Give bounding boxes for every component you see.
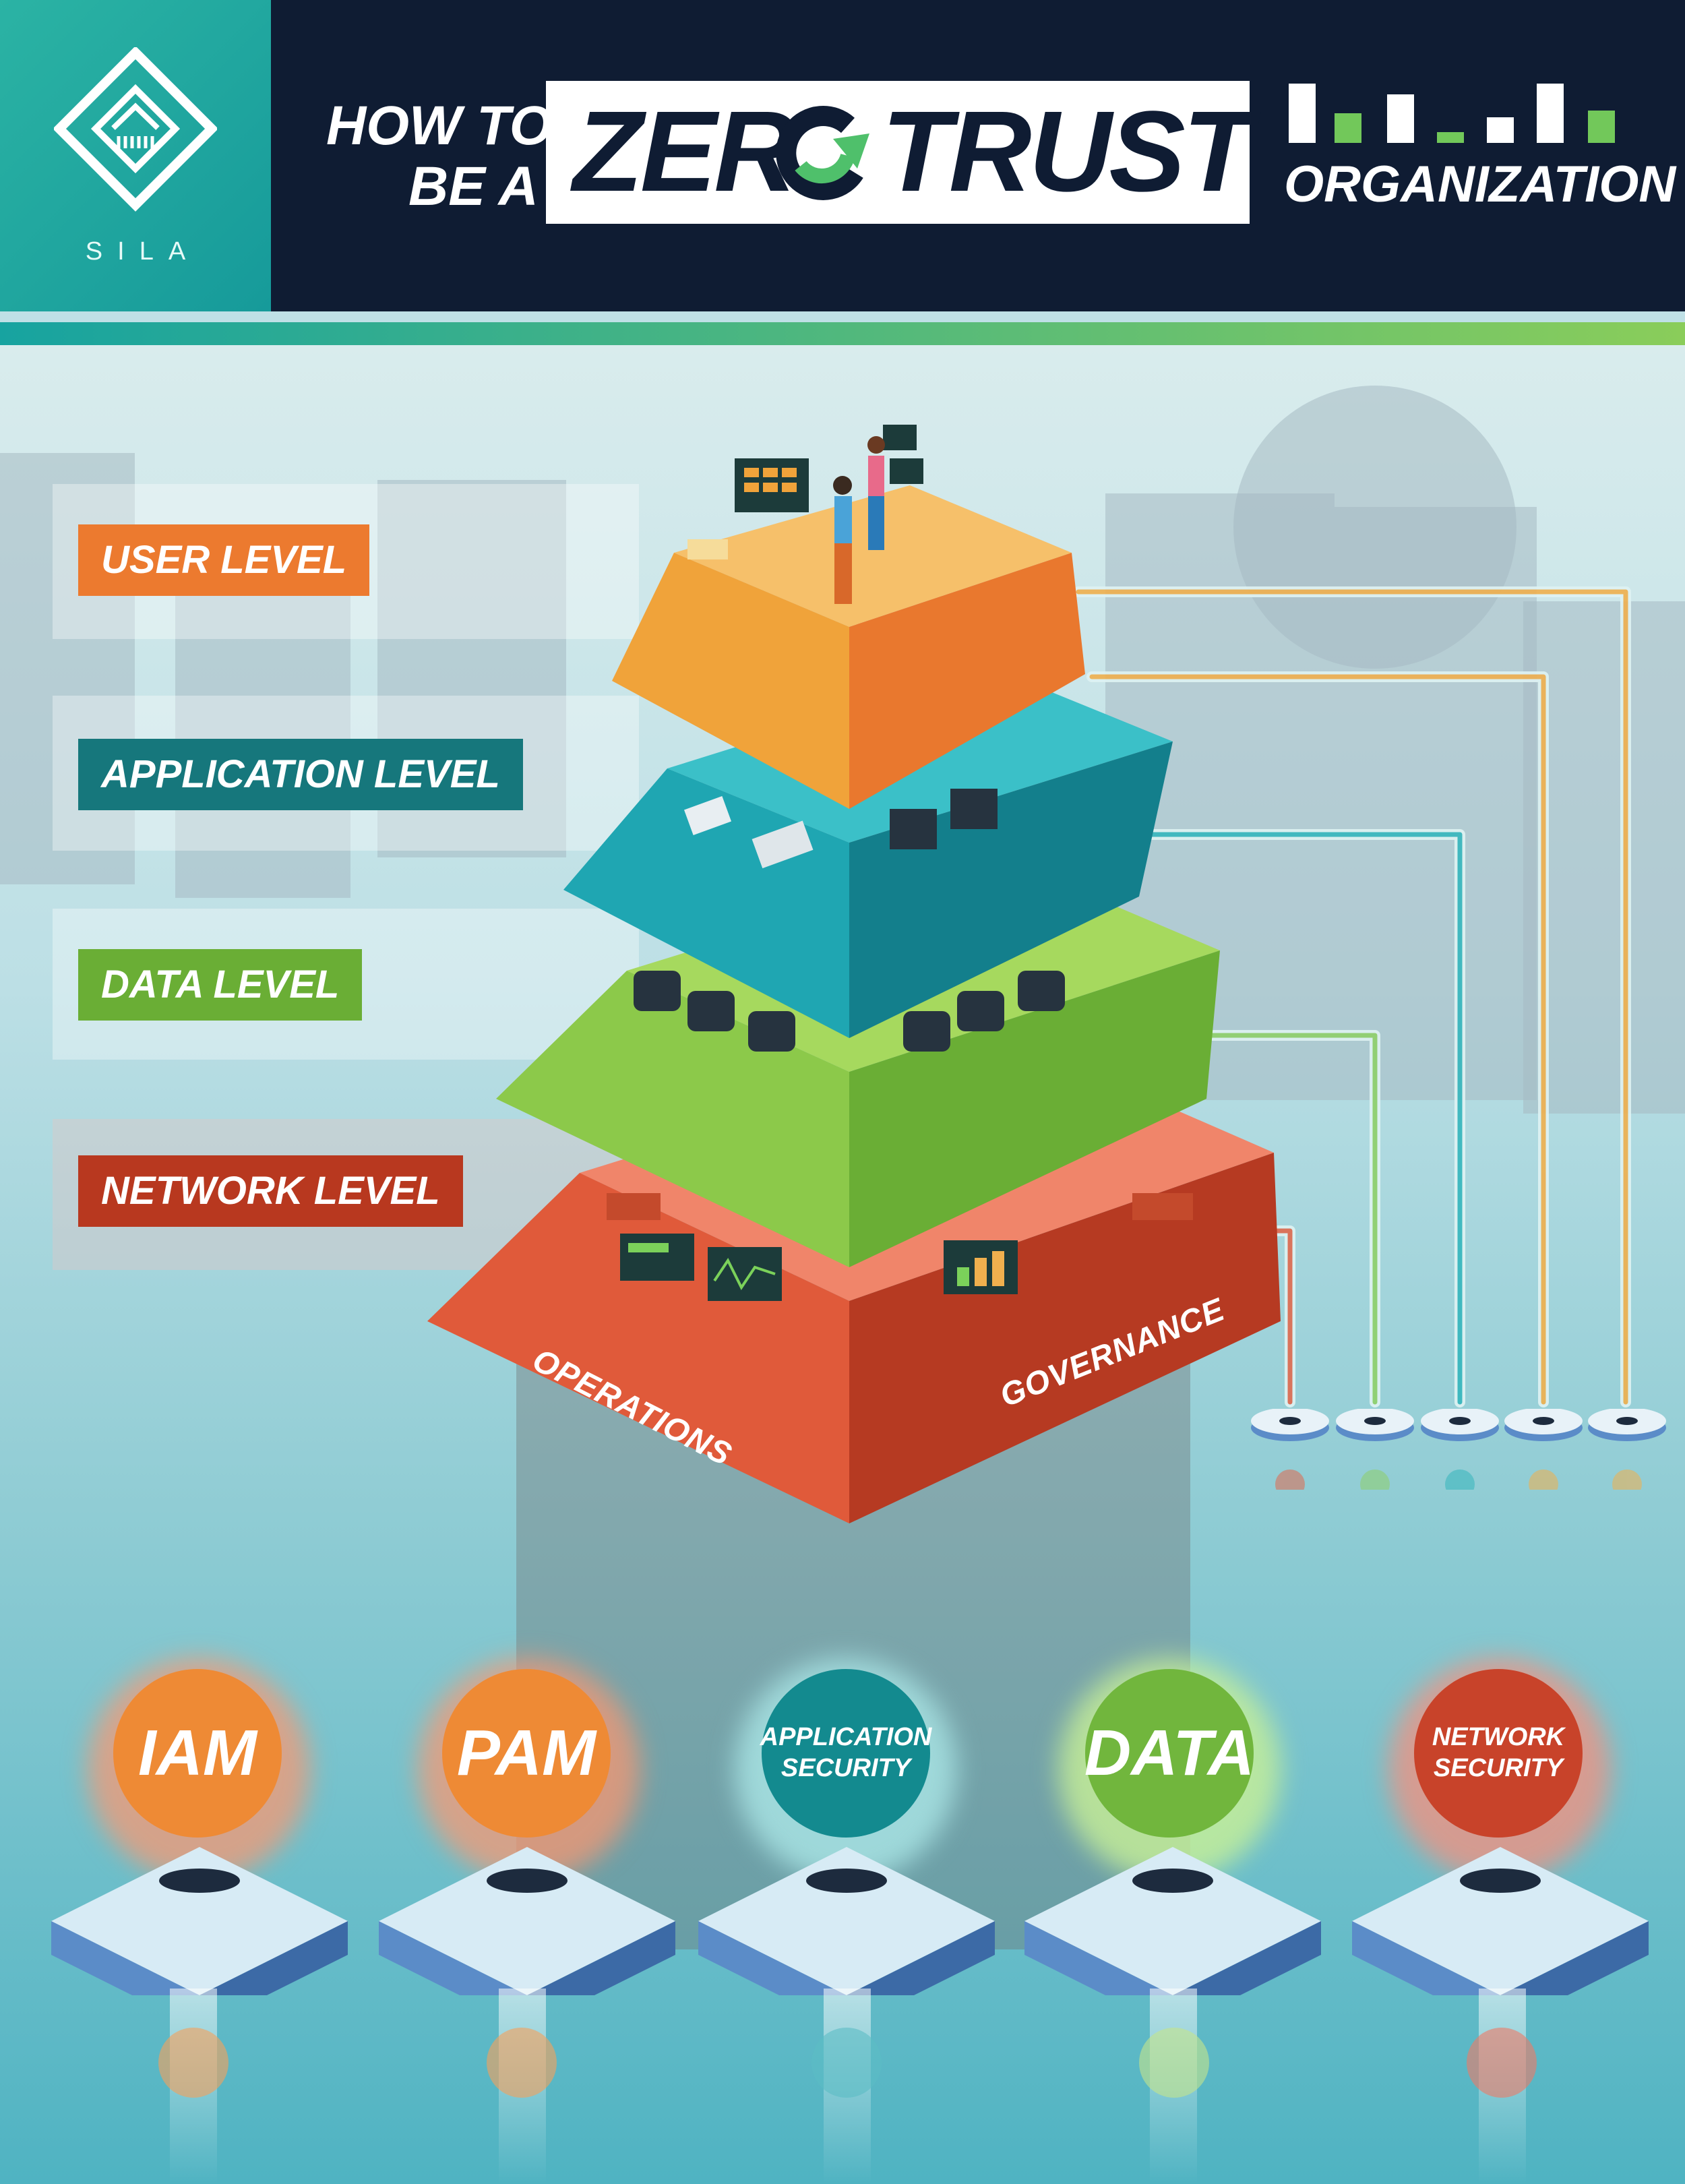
service-iam[interactable]: IAM — [113, 1669, 282, 1838]
title-trust: TRUST — [882, 88, 1253, 216]
brand-name: SILA — [85, 237, 201, 266]
service-pedestal — [379, 1847, 675, 1995]
building — [1335, 507, 1537, 1100]
service-dot — [487, 2028, 557, 2098]
service-pedestal — [1024, 1847, 1321, 1995]
header-line-2: BE A — [408, 156, 539, 217]
service-dot — [1139, 2028, 1209, 2098]
service-dot — [158, 2028, 228, 2098]
service-pedestal — [51, 1847, 348, 1995]
application-tier — [563, 667, 1173, 1038]
level-tag-data[interactable]: DATA LEVEL — [78, 949, 363, 1021]
header-stripe — [0, 322, 1685, 345]
service-pedestal — [698, 1847, 995, 1995]
title-zero: ZER — [573, 88, 797, 216]
service-data[interactable]: DATA — [1084, 1669, 1254, 1838]
logo-panel[interactable]: SILA — [0, 0, 271, 311]
level-tag-application[interactable]: APPLICATION LEVEL — [78, 739, 523, 810]
title-box — [546, 81, 1250, 224]
header-subtitle: ORGANIZATION — [1284, 156, 1676, 213]
bar-level-icon — [1289, 84, 1615, 143]
connector-pads — [1251, 1409, 1666, 1490]
service-dot — [1467, 2028, 1537, 2098]
service-pam[interactable]: PAM — [442, 1669, 611, 1838]
refresh-arrow-icon — [776, 106, 869, 200]
zero-trust-pyramid — [427, 425, 1281, 1523]
level-tag-user[interactable]: USER LEVEL — [78, 524, 370, 596]
service-network-security[interactable]: NETWORK SECURITY — [1414, 1669, 1583, 1838]
header-line-1: HOW TO — [326, 95, 553, 156]
sila-diamond-logo-icon — [54, 47, 217, 212]
service-application-security[interactable]: APPLICATION SECURITY — [760, 1669, 931, 1838]
building — [1523, 601, 1685, 1114]
service-pedestal — [1352, 1847, 1649, 1995]
user-tier — [612, 425, 1085, 809]
service-dot — [811, 2028, 882, 2098]
building — [175, 547, 350, 898]
level-tag-network[interactable]: NETWORK LEVEL — [78, 1155, 463, 1227]
